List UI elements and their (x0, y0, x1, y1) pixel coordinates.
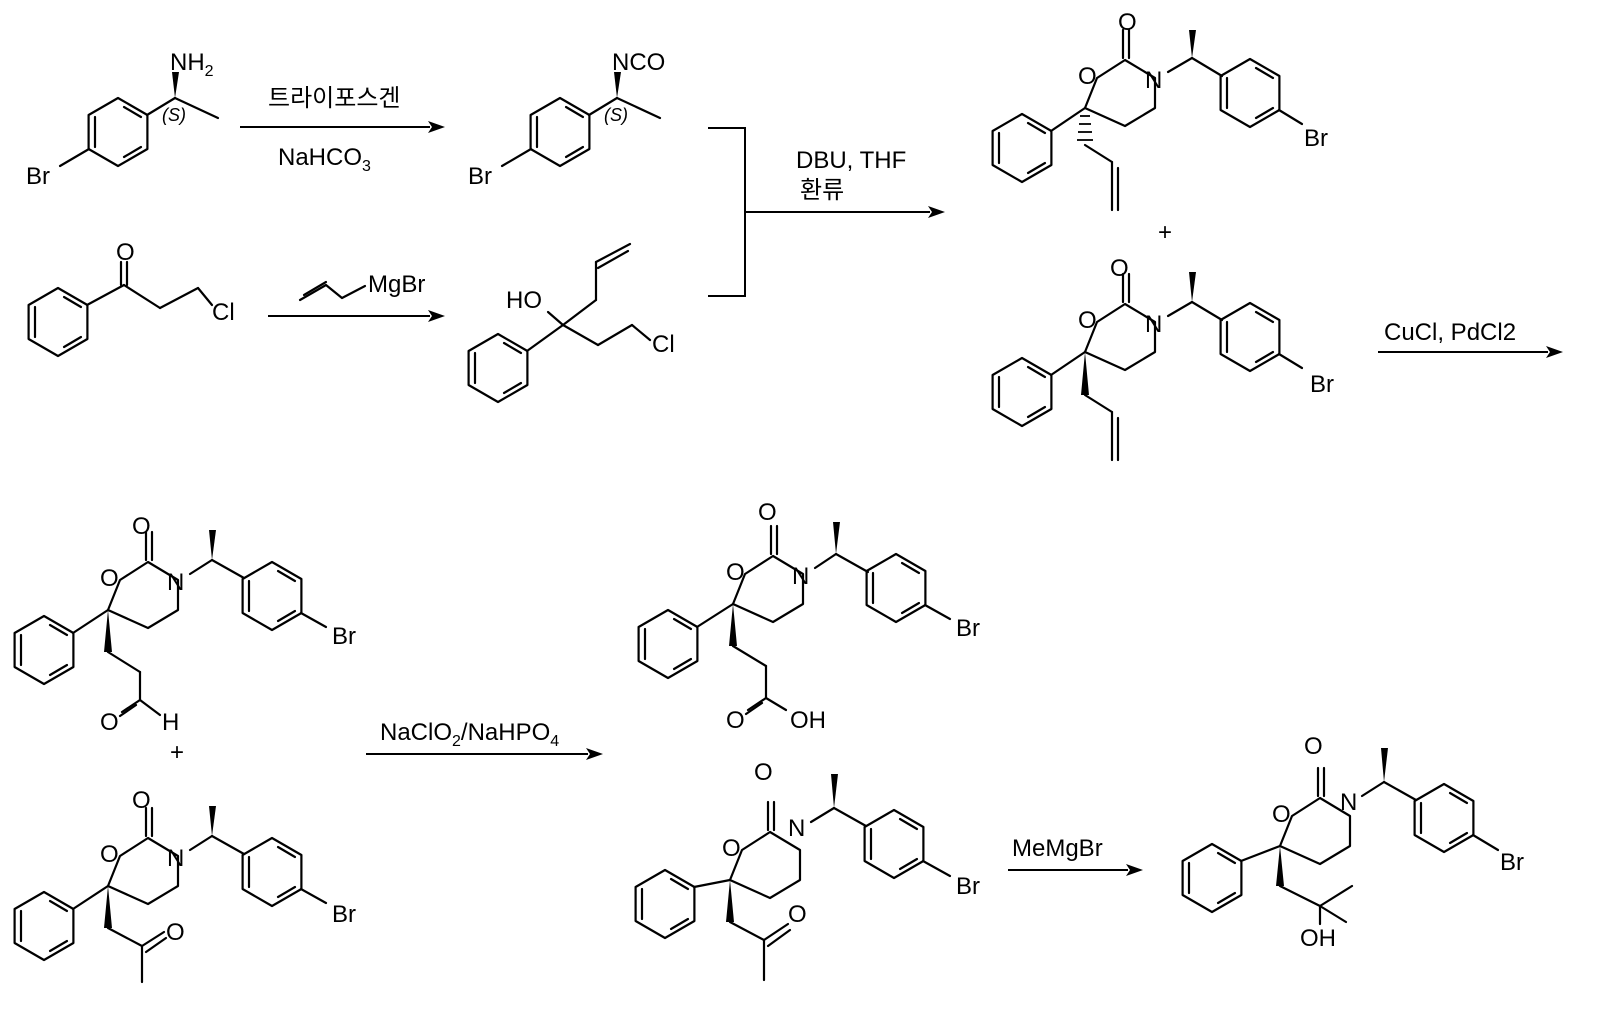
atom-label: OH (1300, 925, 1336, 952)
reaction-arrow-1: 트라이포스겐 NaHCO3 (240, 85, 445, 175)
reagent-label: DBU, THF (796, 147, 906, 174)
reagent-label: NaHCO3 (278, 144, 371, 175)
atom-label: Br (26, 163, 50, 190)
atom-label: O (1118, 9, 1137, 36)
atom-label: N (1145, 67, 1162, 94)
atom-label: O (1272, 801, 1291, 828)
atom-label: OH (790, 707, 826, 734)
reaction-arrow-5: NaClO2/NaHPO4 (366, 719, 603, 760)
atom-label: O (1078, 63, 1097, 90)
atom-label: Br (1304, 125, 1328, 152)
reagent-label: CuCl, PdCl2 (1384, 319, 1516, 346)
atom-label: Br (1500, 849, 1524, 876)
atom-label: O (100, 841, 119, 868)
atom-label: NCO (612, 49, 665, 76)
atom-label: Br (332, 901, 356, 928)
reaction-arrow-6: MeMgBr (1008, 835, 1143, 876)
molecule-oxazinanone-acid: O O N Br O OH (639, 499, 980, 734)
plus-sign: + (170, 739, 184, 766)
molecule-oxazinanone-ketone-middle: O O N Br O (636, 759, 980, 980)
atom-label: O (116, 239, 135, 266)
reaction-arrow-2: MgBr (268, 271, 445, 322)
molecule-isocyanate: NCO (S) Br (468, 49, 665, 190)
atom-label: N (1145, 311, 1162, 338)
atom-label: O (1078, 307, 1097, 334)
atom-label: Cl (652, 331, 675, 358)
reagent-label: 환류 (800, 177, 844, 204)
molecule-oxazinanone-allyl-2: O O N Br (993, 255, 1334, 460)
molecule-chloropropiophenone: O Cl (29, 239, 235, 356)
atom-label: Cl (212, 299, 235, 326)
atom-label: H (162, 709, 179, 736)
atom-label: O (726, 559, 745, 586)
atom-label: O (132, 787, 151, 814)
molecule-oxazinanone-allyl-1: O O N Br (993, 9, 1328, 210)
atom-label: N (167, 845, 184, 872)
atom-label: O (100, 709, 119, 736)
atom-label: NH2 (170, 49, 214, 80)
atom-label: HO (506, 287, 542, 314)
atom-label: Br (956, 873, 980, 900)
reaction-arrow-4: CuCl, PdCl2 (1378, 319, 1563, 358)
stereo-label: (S) (604, 105, 628, 125)
reagent-label: MeMgBr (1012, 835, 1103, 862)
atom-label: O (754, 759, 773, 786)
atom-label: O (1304, 733, 1323, 760)
atom-label: Br (332, 623, 356, 650)
atom-label: N (788, 815, 805, 842)
atom-label: Br (1310, 371, 1334, 398)
molecule-bromophenylethylamine: NH2 (S) Br (26, 49, 218, 190)
atom-label: O (166, 919, 185, 946)
reaction-bracket: DBU, THF 환류 (708, 128, 945, 296)
atom-label: N (792, 563, 809, 590)
atom-label: O (726, 707, 745, 734)
stereo-label: (S) (162, 105, 186, 125)
atom-label: O (100, 565, 119, 592)
atom-label: O (788, 901, 807, 928)
atom-label: Br (956, 615, 980, 642)
atom-label: O (722, 835, 741, 862)
atom-label: O (132, 513, 151, 540)
atom-label: N (167, 569, 184, 596)
reagent-label: 트라이포스겐 (268, 85, 400, 112)
molecule-oxazinanone-ketone-left: O O N Br O (15, 787, 356, 982)
molecule-oxazinanone-aldehyde: O O N Br O H (15, 513, 356, 736)
atom-label: Br (468, 163, 492, 190)
reagent-label: NaClO2/NaHPO4 (380, 719, 559, 750)
plus-sign: + (1158, 219, 1172, 246)
molecule-allyl-alcohol: HO Cl (469, 244, 675, 402)
reagent-label: MgBr (368, 271, 425, 298)
molecule-oxazinanone-final-alcohol: O O N Br OH (1183, 733, 1524, 952)
atom-label: N (1340, 789, 1357, 816)
atom-label: O (1110, 255, 1129, 282)
atom-label: O (758, 499, 777, 526)
